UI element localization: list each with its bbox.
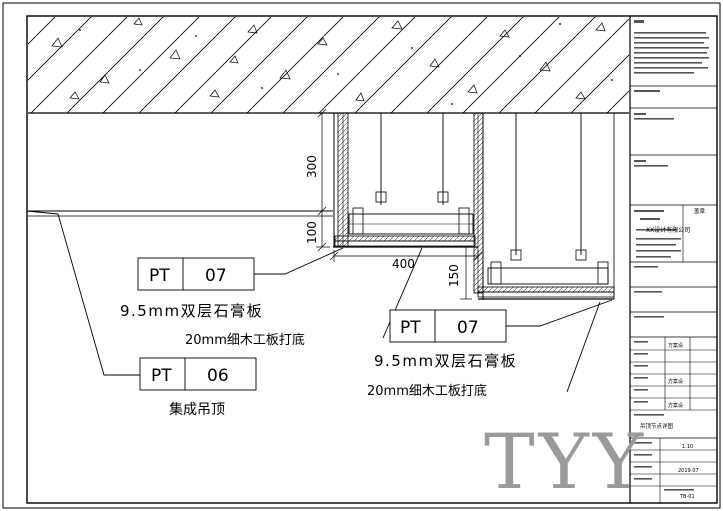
tb-approver-3: 方案设 bbox=[668, 402, 683, 409]
callout-2-line2: 20mm细木工板打底 bbox=[367, 383, 487, 399]
callout-1-line1: 9.5mm双层石膏板 bbox=[120, 302, 263, 320]
watermark-text: TYY bbox=[484, 417, 647, 506]
left-room-ceiling bbox=[28, 210, 333, 217]
title-block-placeholder-text bbox=[634, 20, 709, 491]
tb-stamp-label: 盖章 bbox=[694, 207, 706, 215]
callout-pt07-right: PT 07 9.5mm双层石膏板 20mm细木工板打底 bbox=[367, 309, 517, 399]
callout-2-number: 07 bbox=[457, 318, 479, 338]
callout-3-number: 06 bbox=[207, 366, 229, 386]
title-block bbox=[629, 16, 717, 503]
dim-300: 300 bbox=[305, 155, 319, 178]
gypsum-box-upper bbox=[333, 112, 484, 294]
leader-lines bbox=[26, 210, 613, 393]
tb-date: 2019.07 bbox=[678, 468, 699, 474]
callout-1-line2: 20mm细木工板打底 bbox=[185, 332, 305, 348]
tb-drawing-title: 吊顶节点详图 bbox=[640, 422, 674, 430]
dimension-lines bbox=[316, 108, 483, 300]
tb-approver-2: 方案设 bbox=[668, 378, 683, 385]
callout-1-code: PT bbox=[149, 266, 170, 286]
drawing-frame bbox=[26, 15, 718, 504]
dim-150: 150 bbox=[447, 264, 461, 287]
tb-drawing-no: TB-01 bbox=[679, 494, 695, 500]
concrete-slab bbox=[28, 17, 629, 114]
gypsum-box-lower bbox=[477, 113, 615, 300]
dim-400: 400 bbox=[392, 257, 415, 271]
tb-company: XX设计有限公司 bbox=[646, 226, 690, 234]
callout-3-code: PT bbox=[151, 366, 172, 386]
tb-scale: 1:10 bbox=[682, 444, 693, 450]
dim-100: 100 bbox=[305, 221, 319, 244]
callout-1-number: 07 bbox=[205, 266, 227, 286]
callout-2-code: PT bbox=[400, 318, 421, 338]
callout-2-line1: 9.5mm双层石膏板 bbox=[374, 352, 517, 370]
tb-approver-1: 方案设 bbox=[668, 342, 683, 349]
callout-pt07-left: PT 07 9.5mm双层石膏板 20mm细木工板打底 bbox=[120, 257, 305, 348]
callout-3-line1: 集成吊顶 bbox=[169, 401, 225, 418]
callout-pt06: PT 06 集成吊顶 bbox=[139, 357, 257, 418]
